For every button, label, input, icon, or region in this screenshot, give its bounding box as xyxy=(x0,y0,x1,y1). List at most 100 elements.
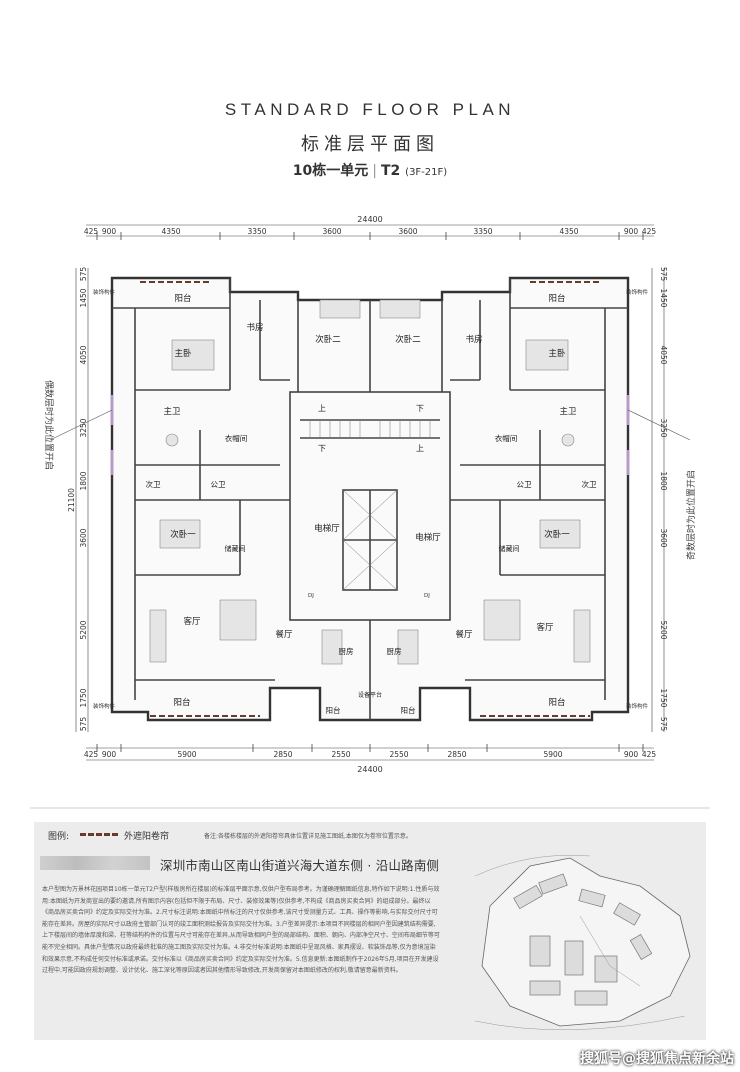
decorative-component-label: 装饰构件 xyxy=(93,288,116,296)
sunshade-roller-swatch xyxy=(80,833,118,840)
room-study-right: 书房 xyxy=(465,334,482,345)
stair-down-right: 下 xyxy=(416,404,424,413)
dim-right: 3600 xyxy=(659,528,668,547)
room-storage-left: 储藏间 xyxy=(225,544,246,553)
room-master-bedroom-right: 主卧 xyxy=(548,348,566,359)
room-master-bedroom-left: 主卧 xyxy=(174,348,192,359)
dim-bottom: 2850 xyxy=(447,750,466,759)
dim-total-top: 24400 xyxy=(357,215,382,224)
dim-right: 1750 xyxy=(659,688,668,707)
dim-top: 3600 xyxy=(398,227,417,236)
room-public-bath-left: 公卫 xyxy=(211,480,226,489)
legend-note: 备注:各楼栋楼层的外遮阳卷帘具体位置详见施工图纸,本图仅为卷帘位置示意。 xyxy=(204,833,412,840)
room-balcony-left-top: 阳台 xyxy=(174,293,191,304)
blurred-project-name xyxy=(40,856,150,870)
stair-up-right: 上 xyxy=(416,444,424,453)
stair-up-left: 上 xyxy=(318,404,326,413)
decorative-component-label: 装饰构件 xyxy=(93,702,116,710)
room-cloakroom-right: 衣帽间 xyxy=(495,433,518,443)
subtitle: 10栋一单元|T2 (3F-21F) xyxy=(0,160,740,180)
dim-right: 575 xyxy=(659,267,668,282)
dim-bottom: 2550 xyxy=(331,750,350,759)
floor-range: (3F-21F) xyxy=(405,167,448,178)
room-equipment-platform: 设备平台 xyxy=(358,691,382,699)
subtitle-separator: | xyxy=(372,163,377,179)
dim-total-bottom: 24400 xyxy=(357,765,382,774)
dim-top: 3350 xyxy=(473,227,492,236)
floor-plan-drawing: 24400 24400 425 900 4350 3350 3600 3600 … xyxy=(30,215,710,809)
title-chinese: 标准层平面图 xyxy=(301,134,439,155)
decorative-component-label: 装饰构件 xyxy=(626,288,649,296)
dim-bottom: 5900 xyxy=(177,750,196,759)
room-second-bath-right: 次卫 xyxy=(582,479,597,489)
room-public-bath-right: 公卫 xyxy=(517,480,532,489)
dim-left: 5200 xyxy=(79,620,88,639)
dim-top: 900 xyxy=(624,227,639,236)
room-elevator-hall-left: 电梯厅 xyxy=(314,523,340,534)
project-address: 深圳市南山区南山街道兴海大道东侧 · 沿山路南侧 xyxy=(160,858,440,873)
decorative-component-label: 装饰构件 xyxy=(626,702,649,710)
room-balcony-center-right: 阳台 xyxy=(401,705,416,715)
dim-left: 575 xyxy=(79,717,88,732)
dim-left: 1450 xyxy=(79,288,88,307)
dim-left: 3600 xyxy=(79,528,88,547)
stair-down-left: 下 xyxy=(318,444,326,453)
dim-bottom: 425 xyxy=(642,750,657,759)
room-living-room-right: 客厅 xyxy=(536,622,554,633)
room-kitchen-right: 厨房 xyxy=(387,646,402,656)
room-second-bedroom-1-left: 次卧一 xyxy=(170,529,196,540)
dim-top: 3350 xyxy=(247,227,266,236)
dim-right: 1450 xyxy=(659,288,668,307)
room-master-bath-left: 主卫 xyxy=(163,406,181,417)
room-cloakroom-left: 衣帽间 xyxy=(225,433,248,443)
dim-top: 3600 xyxy=(322,227,341,236)
dim-right: 3250 xyxy=(659,418,668,437)
left-side-note: 偶数层时为此位置开启 xyxy=(43,380,55,470)
dim-top: 425 xyxy=(84,227,99,236)
dim-left-total: 21100 xyxy=(67,488,76,512)
room-kitchen-left: 厨房 xyxy=(339,646,354,656)
dim-top: 900 xyxy=(102,227,117,236)
room-elevator-hall-right: 电梯厅 xyxy=(415,532,441,543)
dim-right: 1800 xyxy=(659,471,668,490)
room-balcony-left-bottom: 阳台 xyxy=(173,697,190,708)
disclaimer-notes: 本户型图为万景林花园项目10栋一单元T2户型(样板房所在楼层)的标准层平面示意,… xyxy=(42,886,440,975)
room-second-bedroom-1-right: 次卧一 xyxy=(544,529,570,540)
dim-top: 425 xyxy=(642,227,657,236)
room-study-left: 书房 xyxy=(246,322,263,333)
dim-bottom: 425 xyxy=(84,750,99,759)
right-side-note: 奇数层时为此位置开启 xyxy=(685,470,697,560)
room-dining-room-right: 餐厅 xyxy=(455,630,473,640)
dim-left: 575 xyxy=(79,267,88,282)
room-second-bath-left: 次卫 xyxy=(146,479,161,489)
room-balcony-center-left: 阳台 xyxy=(326,705,341,715)
dim-bottom: 900 xyxy=(624,750,639,759)
dj-label: DJ xyxy=(308,593,314,599)
dim-right: 5200 xyxy=(659,620,668,639)
room-master-bath-right: 主卫 xyxy=(559,406,577,417)
dim-left: 3250 xyxy=(79,418,88,437)
legend-title: 图例: xyxy=(48,832,70,842)
site-location-map xyxy=(474,854,691,1031)
dim-top: 4350 xyxy=(559,227,578,236)
room-second-bedroom-2-right: 次卧二 xyxy=(395,334,421,345)
dim-right: 575 xyxy=(659,717,668,732)
dim-bottom: 5900 xyxy=(543,750,562,759)
dim-bottom: 900 xyxy=(102,750,117,759)
room-second-bedroom-2-left: 次卧二 xyxy=(315,334,341,345)
dim-right: 4050 xyxy=(659,345,668,364)
building-unit: 10栋一单元 xyxy=(292,163,369,179)
dim-bottom: 2850 xyxy=(273,750,292,759)
unit-type: T2 xyxy=(381,163,401,179)
dj-label: DJ xyxy=(424,593,430,599)
dim-left: 4050 xyxy=(79,345,88,364)
room-living-room-left: 客厅 xyxy=(183,616,201,627)
dim-bottom: 2550 xyxy=(389,750,408,759)
dim-left: 1750 xyxy=(79,688,88,707)
room-balcony-right-bottom: 阳台 xyxy=(548,697,565,708)
dim-left: 1800 xyxy=(79,471,88,490)
room-storage-right: 储藏间 xyxy=(499,544,520,553)
room-dining-room-left: 餐厅 xyxy=(275,630,293,640)
legend-label: 外遮阳卷帘 xyxy=(124,832,170,842)
title-english: STANDARD FLOOR PLAN xyxy=(224,100,516,119)
